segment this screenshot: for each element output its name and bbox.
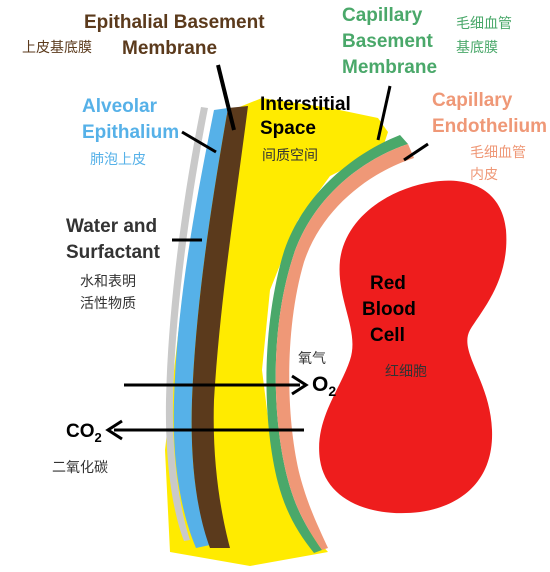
water-zh1: 水和表明 (80, 274, 136, 290)
epithelial-basement-pointer (216, 64, 236, 131)
capillary-endothelium-pointer (403, 142, 429, 162)
alveolar-title-line1: Alveolar (82, 96, 157, 117)
water-title-line2: Surfactant (66, 242, 160, 263)
capillary-basement-title-line2: Basement (342, 31, 433, 52)
rbc-title-line1: Red (370, 273, 406, 294)
rbc-title-line3: Cell (370, 325, 405, 346)
capillary-endothelium-title-line1: Capillary (432, 90, 513, 111)
co2-symbol-text: CO (66, 421, 95, 442)
alveolar-title-line2: Epithalium (82, 122, 180, 143)
capillary-basement-zh2: 基底膜 (456, 40, 498, 56)
oxygen-subscript: 2 (328, 383, 337, 400)
capillary-endothelium-zh1: 毛细血管 (470, 145, 526, 161)
epithelial-basement-membrane (191, 106, 248, 548)
interstitial-title-line2: Space (260, 118, 316, 139)
co2-subscript: 2 (94, 429, 102, 445)
capillary-basement-title-line1: Capillary (342, 5, 423, 26)
rbc-zh: 红细胞 (385, 364, 427, 380)
alveolar-zh: 肺泡上皮 (90, 152, 146, 168)
capillary-basement-pointer (376, 85, 392, 141)
capillary-endothelium (275, 144, 414, 550)
rbc-title-line2: Blood (362, 299, 416, 320)
co2-symbol: CO2 (66, 420, 102, 450)
co2-arrowhead (105, 419, 123, 441)
epithelial-basement-title-line1: Epithalial Basement (84, 12, 265, 33)
oxygen-symbol-text: O (312, 373, 329, 396)
water-zh2: 活性物质 (80, 296, 136, 312)
epithelial-basement-zh: 上皮基底膜 (22, 40, 92, 56)
interstitial-title-line1: Interstitial (260, 94, 351, 115)
alveolar-epithelium (173, 108, 228, 548)
capillary-basement-zh1: 毛细血管 (456, 16, 512, 32)
oxygen-arrowhead (291, 374, 309, 396)
epithelial-basement-title-line2: Membrane (122, 38, 218, 59)
oxygen-zh: 氧气 (298, 351, 326, 367)
alveolar-pointer (181, 130, 217, 154)
oxygen-symbol: O2 (312, 373, 336, 403)
red-blood-cell (319, 180, 507, 514)
capillary-endothelium-zh2: 内皮 (470, 167, 498, 183)
co2-zh: 二氧化碳 (52, 460, 108, 476)
capillary-basement-title-line3: Membrane (342, 57, 438, 78)
interstitial-zh: 间质空间 (262, 148, 318, 164)
capillary-endothelium-title-line2: Endothelium (432, 116, 548, 137)
water-title-line1: Water and (66, 216, 158, 237)
surfactant-layer (165, 107, 208, 541)
